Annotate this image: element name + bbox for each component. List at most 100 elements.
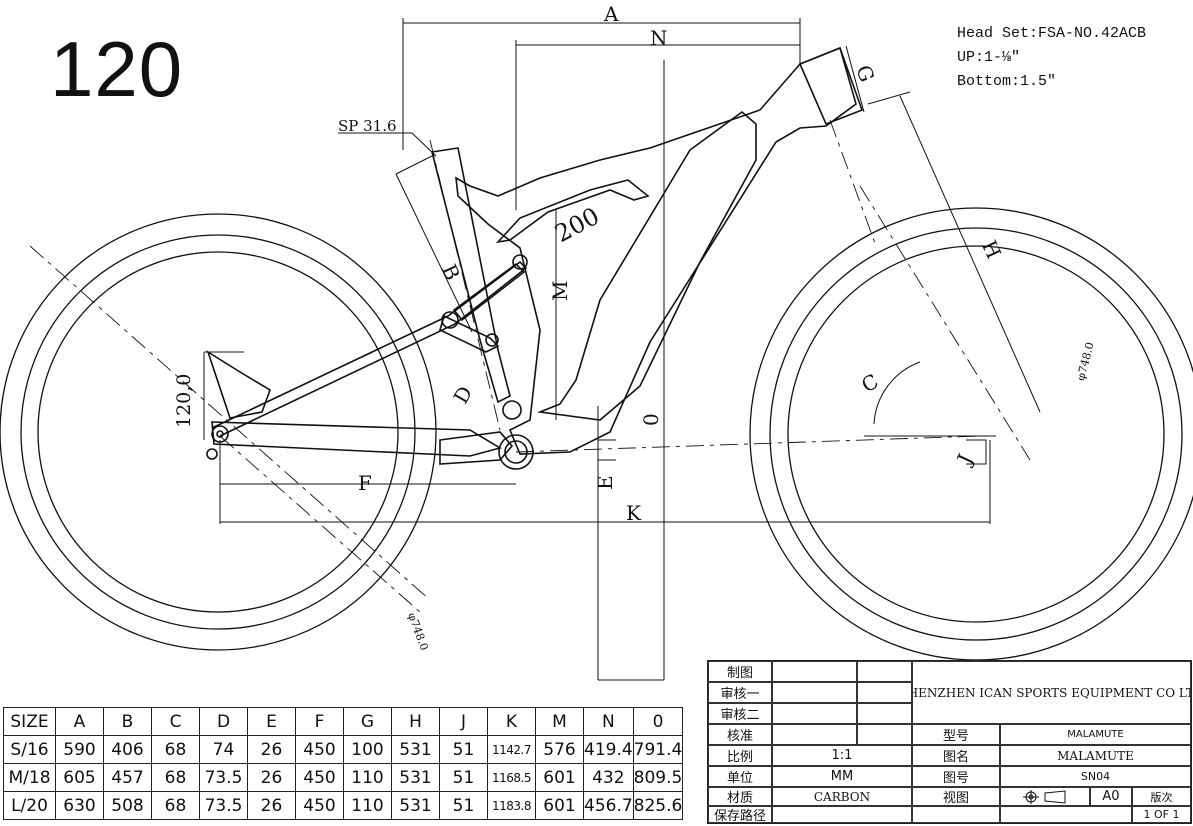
table-cell: 825.6 — [632, 791, 684, 820]
rear-triangle — [206, 260, 528, 460]
dim-label-e: E — [593, 475, 617, 490]
dim-label-d: D — [449, 382, 478, 408]
table-cell: 1183.8 — [487, 791, 536, 820]
table-cell: A — [55, 707, 104, 736]
table-cell: N — [583, 707, 634, 736]
upper-bearing-spec: UP:1-⅛″ — [957, 49, 1021, 66]
label-revision: 版次 — [1132, 787, 1191, 806]
table-cell: 26 — [247, 735, 296, 764]
save-path-mid — [1000, 806, 1132, 823]
dim-label-c: C — [857, 369, 882, 397]
rear-wheel — [0, 213, 437, 651]
table-cell: 531 — [391, 735, 440, 764]
dim-label-k: K — [626, 501, 642, 525]
table-cell: 605 — [55, 763, 104, 792]
projection-symbol — [1000, 787, 1090, 806]
dim-label-b: B — [437, 261, 465, 284]
table-cell: M — [535, 707, 584, 736]
table-cell: 51 — [439, 791, 488, 820]
table-cell: 419.4 — [583, 735, 634, 764]
table-cell: 601 — [535, 763, 584, 792]
title-block: 制图 审核一 审核二 核准 比例 单位 材质 保存路径 1:1 MM CARBO… — [707, 660, 1192, 824]
dim-label-a: A — [603, 2, 619, 26]
dim-label-m: M — [548, 281, 572, 301]
dim-label-h: H — [977, 237, 1006, 263]
table-cell: 450 — [295, 763, 344, 792]
table-cell: D — [199, 707, 248, 736]
seatpost-label: SP 31.6 — [338, 117, 397, 135]
table-cell: 26 — [247, 763, 296, 792]
review-1-box — [772, 682, 857, 703]
table-cell: 406 — [103, 735, 152, 764]
table-cell: 26 — [247, 791, 296, 820]
table-cell: 601 — [535, 791, 584, 820]
label-approval: 核准 — [708, 724, 772, 745]
table-cell: J — [439, 707, 488, 736]
table-cell: 576 — [535, 735, 584, 764]
dimension-lines — [203, 18, 1041, 681]
company-name: SHENZHEN ICAN SPORTS EQUIPMENT CO LTD — [912, 661, 1191, 724]
label-drafter: 制图 — [708, 661, 772, 682]
table-cell: 68 — [151, 735, 200, 764]
table-cell: 457 — [103, 763, 152, 792]
table-cell: 450 — [295, 791, 344, 820]
dim-label-g: G — [851, 62, 879, 85]
front-wheel-diameter-label: φ748.0 — [1074, 341, 1097, 382]
table-cell: M/18 — [3, 763, 56, 792]
front-wheel — [749, 207, 1193, 661]
table-cell: L/20 — [3, 791, 56, 820]
table-cell: 110 — [343, 763, 392, 792]
dim-label-o: 0 — [639, 413, 663, 426]
table-cell: K — [487, 707, 536, 736]
label-review-2: 审核二 — [708, 703, 772, 724]
sheet-count: 1 OF 1 — [1132, 806, 1191, 823]
table-cell: 100 — [343, 735, 392, 764]
table-cell: B — [103, 707, 152, 736]
date-box-4 — [857, 724, 912, 745]
travel-size-heading: 120 — [50, 25, 184, 113]
label-material: 材质 — [708, 787, 772, 806]
label-scale: 比例 — [708, 745, 772, 766]
table-cell: G — [343, 707, 392, 736]
label-drawing-no: 图号 — [912, 766, 1000, 787]
table-cell: C — [151, 707, 200, 736]
rear-wheel-diameter-label: φ748.0 — [405, 611, 431, 652]
dim-label-f: F — [358, 471, 372, 495]
table-cell: 68 — [151, 791, 200, 820]
label-drawing-name: 图名 — [912, 745, 1000, 766]
paper-size: A0 — [1090, 787, 1132, 806]
lower-bearing-spec: Bottom:1.5″ — [957, 73, 1057, 90]
main-frame — [431, 46, 864, 470]
table-cell: 74 — [199, 735, 248, 764]
table-cell: 456.7 — [583, 791, 634, 820]
table-cell: 508 — [103, 791, 152, 820]
table-cell: 68 — [151, 763, 200, 792]
table-cell: 531 — [391, 791, 440, 820]
label-review-1: 审核一 — [708, 682, 772, 703]
review-2-box — [772, 703, 857, 724]
travel-label: 120,0 — [173, 374, 195, 428]
table-cell: SIZE — [3, 707, 56, 736]
table-cell: E — [247, 707, 296, 736]
table-cell: 432 — [583, 763, 634, 792]
label-save-path: 保存路径 — [708, 806, 772, 823]
center-lines — [29, 119, 1031, 613]
table-cell: 630 — [55, 791, 104, 820]
table-cell: 791.4 — [632, 735, 684, 764]
dim-label-n: N — [650, 26, 668, 50]
headset-spec: Head Set:FSA-NO.42ACB — [957, 25, 1147, 42]
projection-symbol-icon — [1023, 789, 1066, 804]
label-unit: 单位 — [708, 766, 772, 787]
label-model: 型号 — [912, 724, 1000, 745]
label-view: 视图 — [912, 787, 1000, 806]
table-cell: 0 — [632, 707, 684, 736]
table-cell: 110 — [343, 791, 392, 820]
unit-value: MM — [772, 766, 912, 787]
table-cell: 51 — [439, 763, 488, 792]
date-box-1 — [857, 661, 912, 682]
table-cell: S/16 — [3, 735, 56, 764]
